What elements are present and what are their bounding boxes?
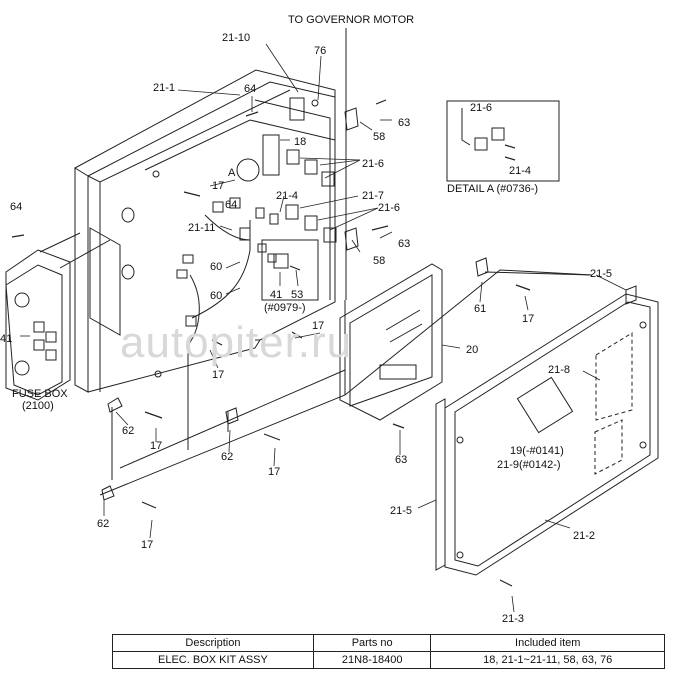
header-included-item: Included item xyxy=(430,634,665,652)
detail-frame-0979 xyxy=(261,239,319,301)
fuse-box-label: FUSE BOX xyxy=(12,388,68,400)
callout-60b: 60 xyxy=(210,290,223,302)
callout-64b: 64 xyxy=(225,199,238,211)
callout-61: 61 xyxy=(474,303,487,315)
header-description: Description xyxy=(112,634,314,652)
callout-18: 18 xyxy=(294,136,307,148)
callout-21-8: 21-8 xyxy=(548,364,571,376)
callout-53: 53 xyxy=(291,289,304,301)
callout-21-5b: 21-5 xyxy=(390,505,413,517)
detail-a-frame xyxy=(446,100,560,182)
table-header-row: Description Parts no Included item xyxy=(112,634,665,652)
cell-included-item: 18, 21-1~21-11, 58, 63, 76 xyxy=(430,651,665,669)
callout-63b: 63 xyxy=(398,238,411,250)
callout-62b: 62 xyxy=(221,451,234,463)
callout-17a: 17 xyxy=(212,180,225,192)
callout-17e: 17 xyxy=(268,466,281,478)
callout-41b: 41 xyxy=(0,333,13,345)
callout-21-6b: 21-6 xyxy=(378,202,401,214)
detail-callout-21-6: 21-6 xyxy=(470,102,493,114)
callout-17b: 17 xyxy=(312,320,325,332)
callout-60a: 60 xyxy=(210,261,223,273)
callout-41a: 41 xyxy=(270,289,283,301)
callout-21-11: 21-11 xyxy=(188,222,216,234)
callout-19: 19(-#0141) xyxy=(510,445,564,457)
side-plate-21-5a xyxy=(625,285,637,305)
header-parts-no: Parts no xyxy=(312,634,432,652)
cover-plate-21-2 xyxy=(444,293,659,576)
callout-17d: 17 xyxy=(150,440,163,452)
electrical-box xyxy=(74,69,336,393)
bolts xyxy=(11,99,531,587)
callout-21-10: 21-10 xyxy=(222,32,251,44)
callout-21-2: 21-2 xyxy=(573,530,596,542)
fuse-box-number: (2100) xyxy=(22,400,54,412)
callout-64c: 64 xyxy=(10,201,23,213)
callout-63c: 63 xyxy=(395,454,408,466)
parts-table: Description Parts no Included item ELEC.… xyxy=(112,634,665,669)
callout-21-5a: 21-5 xyxy=(590,268,613,280)
callout-64a: 64 xyxy=(244,83,257,95)
callout-76: 76 xyxy=(314,45,327,57)
callout-62a: 62 xyxy=(122,425,135,437)
ecu-controller xyxy=(339,263,443,421)
detail-a-title: DETAIL A (#0736-) xyxy=(447,183,539,195)
callout-a: A xyxy=(228,167,236,179)
detail-callout-21-4: 21-4 xyxy=(509,165,532,177)
governor-motor-label: TO GOVERNOR MOTOR xyxy=(288,14,415,26)
watermark: autopiter.ru xyxy=(120,318,353,367)
relays xyxy=(176,97,337,327)
callout-20: 20 xyxy=(466,344,479,356)
callout-21-1: 21-1 xyxy=(153,82,176,94)
cell-description: ELEC. BOX KIT ASSY xyxy=(112,651,314,669)
callout-21-9: 21-9(#0142-) xyxy=(497,459,561,471)
side-plate-21-5b xyxy=(435,398,446,571)
fuse-box xyxy=(5,232,111,401)
callout-17f: 17 xyxy=(141,539,154,551)
callout-0979: (#0979-) xyxy=(264,302,306,314)
callout-58a: 58 xyxy=(373,131,386,143)
callout-21-3: 21-3 xyxy=(502,613,525,625)
callout-21-7: 21-7 xyxy=(362,190,385,202)
cell-parts-no: 21N8-18400 xyxy=(312,651,432,669)
callout-17c: 17 xyxy=(212,369,225,381)
callout-62c: 62 xyxy=(97,518,110,530)
callout-21-4a: 21-4 xyxy=(276,190,299,202)
callout-63a: 63 xyxy=(398,117,411,129)
table-row: ELEC. BOX KIT ASSY 21N8-18400 18, 21-1~2… xyxy=(112,651,665,669)
callout-58b: 58 xyxy=(373,255,386,267)
callout-17g: 17 xyxy=(522,313,535,325)
callout-21-6a: 21-6 xyxy=(362,158,385,170)
